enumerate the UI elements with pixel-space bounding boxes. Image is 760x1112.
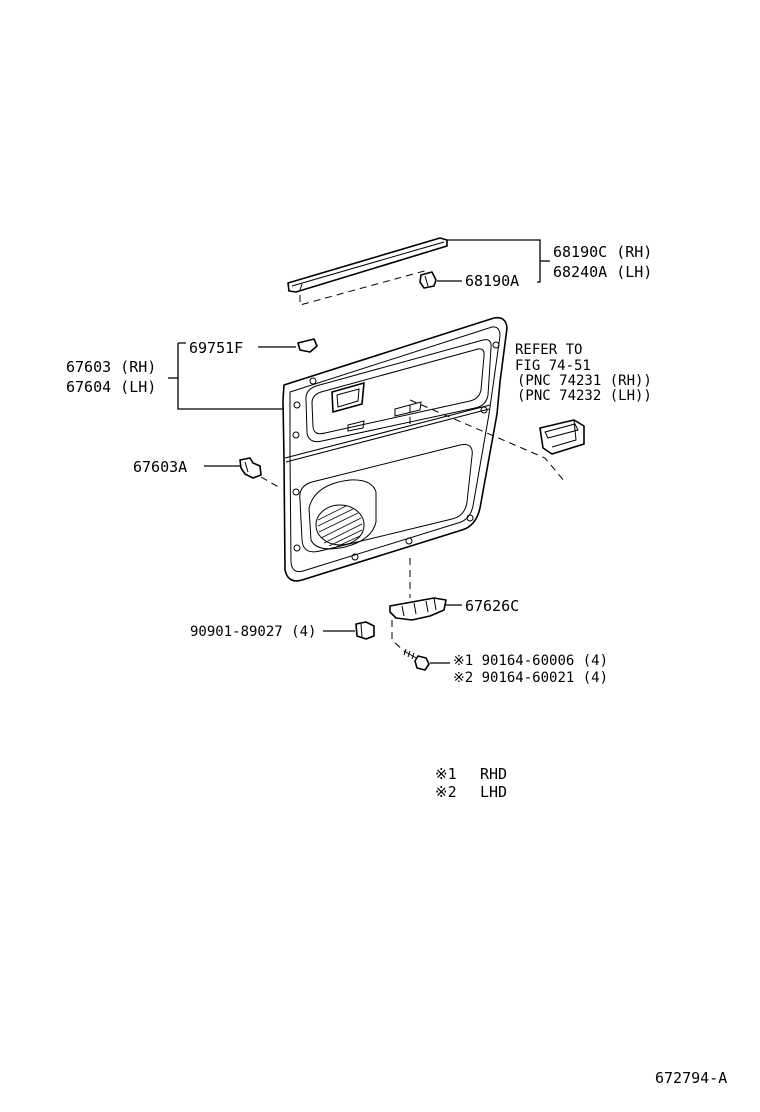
- door-trim-panel-part: [282, 316, 508, 582]
- belt-molding-clip-part: [419, 271, 437, 289]
- clip-69751f-part: [297, 338, 318, 353]
- clip-67603a-part: [239, 457, 262, 479]
- legend: ※1 RHD ※2 LHD: [435, 765, 507, 801]
- legend-text-2: LHD: [480, 783, 507, 801]
- screw-90164-part: [403, 648, 430, 671]
- legend-text-1: RHD: [480, 765, 507, 783]
- label-67603a: 67603A: [133, 458, 187, 476]
- label-screw-1: ※1 90164-60006 (4): [453, 653, 608, 669]
- refer-line-3: (PNC 74231 (RH)): [517, 373, 652, 389]
- label-67626c: 67626C: [465, 597, 519, 615]
- label-67604: 67604 (LH): [66, 378, 156, 396]
- label-68190a: 68190A: [465, 272, 519, 290]
- legend-mark-1: ※1: [435, 765, 457, 783]
- label-67603: 67603 (RH): [66, 358, 156, 376]
- label-90901: 90901-89027 (4): [190, 624, 316, 640]
- refer-line-1: REFER TO: [515, 342, 582, 358]
- belt-molding-part: [287, 237, 448, 293]
- switch-bezel-part: [539, 419, 585, 455]
- refer-line-4: (PNC 74232 (LH)): [517, 388, 652, 404]
- refer-line-2: FIG 74-51: [515, 358, 591, 374]
- switch-dash-line: [409, 399, 566, 483]
- molding-dash-line: [299, 269, 429, 306]
- label-68190c: 68190C (RH): [553, 243, 652, 261]
- screw-dash-line: [391, 620, 406, 653]
- legend-mark-2: ※2: [435, 783, 457, 801]
- label-69751f: 69751F: [189, 339, 243, 357]
- panel-bracket-leader: [177, 342, 288, 410]
- clip-90901-part: [355, 621, 375, 640]
- bracket-67626c-part: [389, 597, 447, 621]
- label-68240a: 68240A (LH): [553, 263, 652, 281]
- figure-code: 672794-A: [655, 1069, 727, 1087]
- clip-67603a-dash: [260, 476, 283, 490]
- label-screw-2: ※2 90164-60021 (4): [453, 670, 608, 686]
